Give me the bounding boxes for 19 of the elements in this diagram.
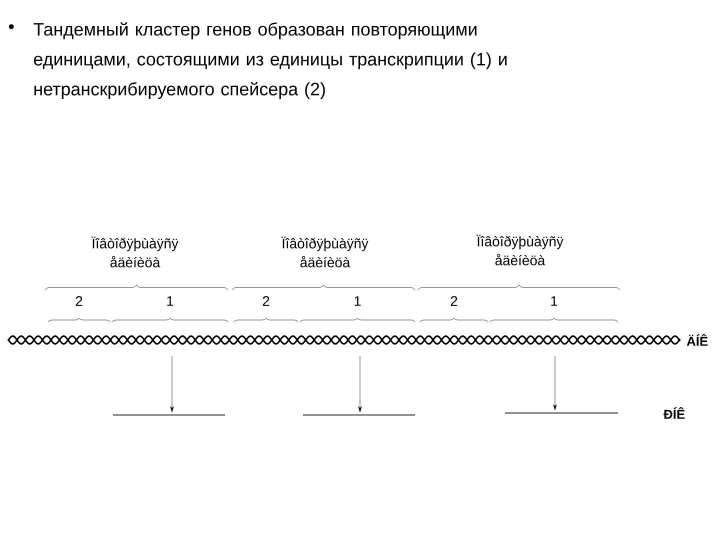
repeat-unit-label: Ïîâòîðÿþùàÿñÿ åäèíèöà (92, 236, 178, 268)
segment-number: 2 (450, 296, 458, 306)
dna-label: ÄÍÊ (686, 334, 708, 346)
rna-line (303, 414, 415, 416)
rna-line (505, 412, 618, 414)
repeat-unit-label: Ïîâòîðÿþùàÿñÿ åäèíèöà (476, 234, 564, 266)
title: Тандемный кластер генов образован повторяющими единицами, состоящими из единицы транскрипции (1) и нетранскрибируемого спейсера (2) (34, 22, 507, 99)
arrow (358, 356, 362, 412)
segment-number: 2 (262, 296, 270, 306)
rna-line (113, 414, 225, 416)
arrow (553, 356, 557, 410)
segment-number: 1 (354, 296, 361, 306)
bullet: • (8, 24, 14, 30)
arrow (170, 356, 174, 412)
rna-label: ÐÍÊ (664, 407, 685, 419)
segment-number: 2 (76, 296, 82, 306)
repeat-unit-label: Ïîâòîðÿþùàÿñÿ åäèíèöà (282, 236, 368, 268)
segment-number: 1 (167, 296, 174, 306)
segment-number: 1 (551, 296, 558, 306)
